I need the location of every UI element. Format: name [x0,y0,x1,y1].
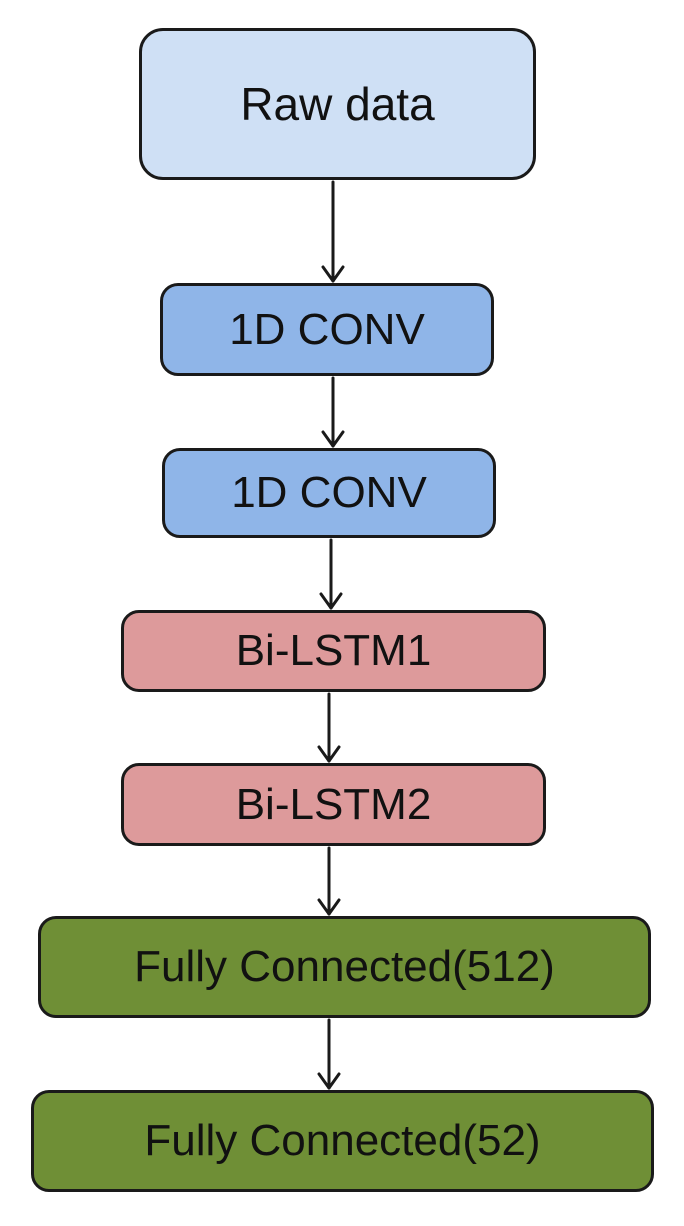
node-label: Bi-LSTM2 [235,779,432,829]
node-label: Raw data [240,78,435,130]
arrow-conv1-to-conv2 [321,376,345,448]
node-label: 1D CONV [229,304,425,354]
node-label: 1D CONV [231,468,427,517]
arrow-conv2-to-lstm1 [319,538,343,610]
node-label: Bi-LSTM1 [235,626,432,675]
node-fully-connected-52: Fully Connected(52) [31,1090,654,1192]
node-fully-connected-512: Fully Connected(512) [38,916,651,1018]
node-1d-conv-2: 1D CONV [162,448,496,538]
arrow-lstm1-to-lstm2 [317,692,341,763]
arrow-lstm2-to-fc512 [317,846,341,916]
node-1d-conv-1: 1D CONV [160,283,494,376]
node-bi-lstm2: Bi-LSTM2 [121,763,546,846]
node-label: Fully Connected(512) [134,942,555,991]
node-bi-lstm1: Bi-LSTM1 [121,610,546,692]
arrow-raw-to-conv1 [321,180,345,283]
node-label: Fully Connected(52) [144,1116,541,1165]
node-raw-data: Raw data [139,28,536,180]
arrow-fc512-to-fc52 [317,1018,341,1090]
